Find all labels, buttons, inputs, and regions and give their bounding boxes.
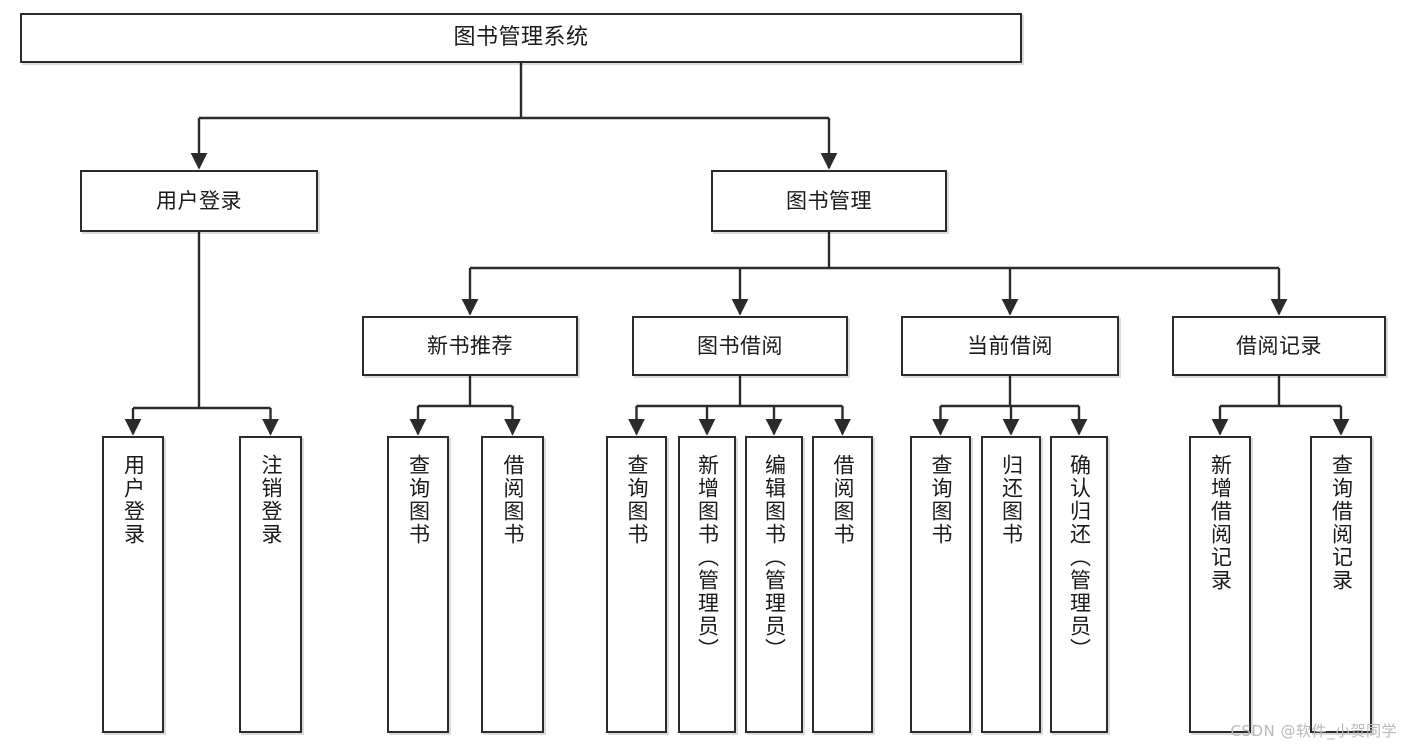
node-borrow-record[interactable]: 借阅记录 — [1172, 316, 1386, 376]
node-book-borrow-label: 图书借阅 — [697, 333, 783, 358]
node-new-book-rec[interactable]: 新书推荐 — [362, 316, 578, 376]
node-leaf-edit-book-label: 编辑图书（管理员） — [762, 454, 787, 661]
node-user-login-label: 用户登录 — [156, 188, 242, 213]
node-leaf-add-book[interactable]: 新增图书（管理员） — [678, 436, 736, 733]
node-leaf-query-book-3[interactable]: 查询图书 — [910, 436, 971, 733]
node-leaf-query-book-1[interactable]: 查询图书 — [387, 436, 449, 733]
node-leaf-borrow-book-2[interactable]: 借阅图书 — [812, 436, 873, 733]
node-leaf-query-book-1-label: 查询图书 — [406, 454, 431, 546]
node-leaf-confirm-return-label: 确认归还（管理员） — [1067, 454, 1092, 661]
node-book-manage-label: 图书管理 — [786, 188, 872, 213]
watermark: CSDN @软件_小贺同学 — [1230, 722, 1397, 740]
node-leaf-logout-label: 注销登录 — [259, 454, 283, 546]
node-leaf-add-record-label: 新增借阅记录 — [1208, 454, 1233, 592]
node-book-borrow[interactable]: 图书借阅 — [632, 316, 848, 376]
node-leaf-add-record[interactable]: 新增借阅记录 — [1189, 436, 1251, 733]
node-root-label: 图书管理系统 — [453, 25, 589, 51]
node-leaf-user-login[interactable]: 用户登录 — [102, 436, 164, 733]
node-user-login[interactable]: 用户登录 — [80, 170, 318, 232]
node-leaf-query-record-label: 查询借阅记录 — [1329, 454, 1354, 592]
node-leaf-borrow-book-2-label: 借阅图书 — [831, 454, 855, 546]
node-leaf-query-record[interactable]: 查询借阅记录 — [1310, 436, 1372, 733]
node-borrow-record-label: 借阅记录 — [1236, 333, 1322, 358]
node-leaf-logout[interactable]: 注销登录 — [239, 436, 302, 733]
node-leaf-add-book-label: 新增图书（管理员） — [695, 454, 720, 661]
node-leaf-user-login-label: 用户登录 — [121, 454, 146, 546]
node-leaf-edit-book[interactable]: 编辑图书（管理员） — [745, 436, 803, 733]
node-leaf-return-book-label: 归还图书 — [999, 454, 1024, 546]
node-book-manage[interactable]: 图书管理 — [711, 170, 947, 232]
node-leaf-return-book[interactable]: 归还图书 — [981, 436, 1041, 733]
node-leaf-borrow-book-1[interactable]: 借阅图书 — [481, 436, 544, 733]
node-current-borrow[interactable]: 当前借阅 — [901, 316, 1119, 376]
node-new-book-rec-label: 新书推荐 — [427, 333, 513, 358]
node-leaf-query-book-2[interactable]: 查询图书 — [606, 436, 667, 733]
node-leaf-query-book-3-label: 查询图书 — [929, 454, 953, 546]
node-current-borrow-label: 当前借阅 — [967, 333, 1053, 358]
node-root[interactable]: 图书管理系统 — [20, 13, 1022, 63]
node-leaf-borrow-book-1-label: 借阅图书 — [501, 454, 525, 546]
node-leaf-confirm-return[interactable]: 确认归还（管理员） — [1050, 436, 1108, 733]
node-leaf-query-book-2-label: 查询图书 — [625, 454, 649, 546]
